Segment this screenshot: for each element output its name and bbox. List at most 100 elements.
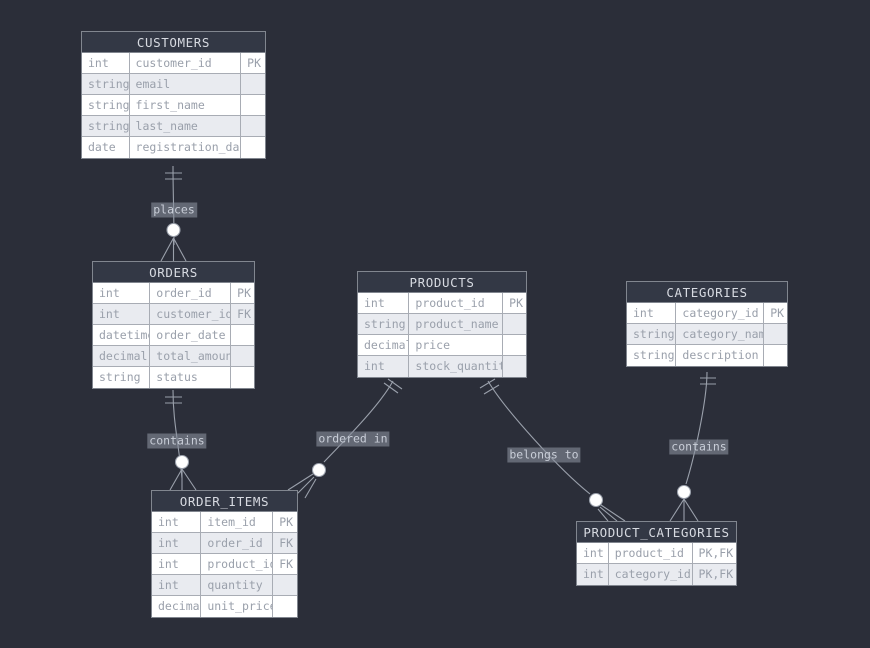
attribute-key [241, 95, 266, 115]
card-zero-contains-categories [676, 484, 692, 500]
attribute-key [241, 116, 266, 136]
card-exactly-one-contains-orders [165, 396, 182, 404]
attribute-name: order_id [150, 283, 232, 303]
attribute-name: product_id [409, 293, 504, 313]
attribute-type: int [627, 303, 677, 323]
attribute-name: customer_id [129, 53, 242, 73]
relationship-label: ordered in [316, 431, 390, 447]
card-zero-ordered-in [311, 462, 327, 478]
attribute-key: PK [273, 512, 298, 532]
attribute-key: PK [764, 303, 788, 323]
card-many-places [160, 237, 187, 262]
attribute-key: PK,FK [692, 543, 736, 563]
attribute-type: int [152, 554, 202, 574]
attribute-type: string [358, 314, 410, 334]
attribute-name: stock_quantity [409, 356, 504, 377]
attribute-name: unit_price [201, 596, 274, 617]
attribute-type: decimal [358, 335, 410, 355]
attribute-name: quantity [201, 575, 274, 595]
attribute-name: total_amount [150, 346, 232, 366]
attribute-type: int [577, 564, 609, 585]
attribute-row[interactable]: decimalunit_price [152, 596, 298, 617]
attribute-name: category_name [676, 324, 765, 344]
entity-title: CUSTOMERS [82, 32, 265, 53]
attribute-name: product_id [201, 554, 274, 574]
card-many-contains-categories [669, 498, 699, 522]
attribute-key: FK [273, 533, 298, 553]
relationship-label: belongs to [507, 447, 581, 463]
card-zero-belongs-to [588, 492, 604, 508]
attribute-type: int [577, 543, 609, 563]
attribute-name: first_name [129, 95, 242, 115]
attribute-key [241, 74, 266, 94]
attribute-name: order_id [201, 533, 274, 553]
attribute-name: category_id [608, 564, 693, 585]
attribute-type: decimal [93, 346, 151, 366]
attribute-type: string [627, 345, 677, 366]
attribute-type: string [82, 95, 130, 115]
attribute-name: last_name [129, 116, 242, 136]
attribute-type: string [627, 324, 677, 344]
attribute-type: date [82, 137, 130, 158]
attribute-type: string [93, 367, 151, 388]
edge-contains-categories [685, 371, 708, 485]
attribute-name: status [150, 367, 232, 388]
attribute-type: string [82, 74, 130, 94]
edge-belongs-to [487, 380, 591, 495]
entity-title: ORDERS [93, 262, 254, 283]
attribute-name: price [409, 335, 504, 355]
attribute-name: product_name [409, 314, 504, 334]
attribute-name: order_date [150, 325, 232, 345]
entity-title: CATEGORIES [627, 282, 787, 303]
attribute-type: int [93, 304, 151, 324]
attribute-type: int [82, 53, 130, 73]
attribute-type: int [152, 512, 202, 532]
attribute-name: item_id [201, 512, 274, 532]
entity-title: PRODUCTS [358, 272, 526, 293]
card-many-belongs-to [597, 504, 626, 522]
attribute-key [503, 335, 526, 355]
relationship-label: contains [669, 439, 729, 455]
card-zero-contains-orders [174, 454, 190, 470]
attribute-key [764, 324, 788, 344]
attribute-key [241, 137, 266, 158]
attribute-name: description [676, 345, 765, 366]
attribute-type: datetime [93, 325, 151, 345]
attribute-type: int [358, 356, 410, 377]
entity-title: ORDER_ITEMS [152, 491, 297, 512]
attribute-type: decimal [152, 596, 202, 617]
attribute-name: email [129, 74, 242, 94]
attribute-key: PK [503, 293, 526, 313]
attribute-key [231, 325, 254, 345]
